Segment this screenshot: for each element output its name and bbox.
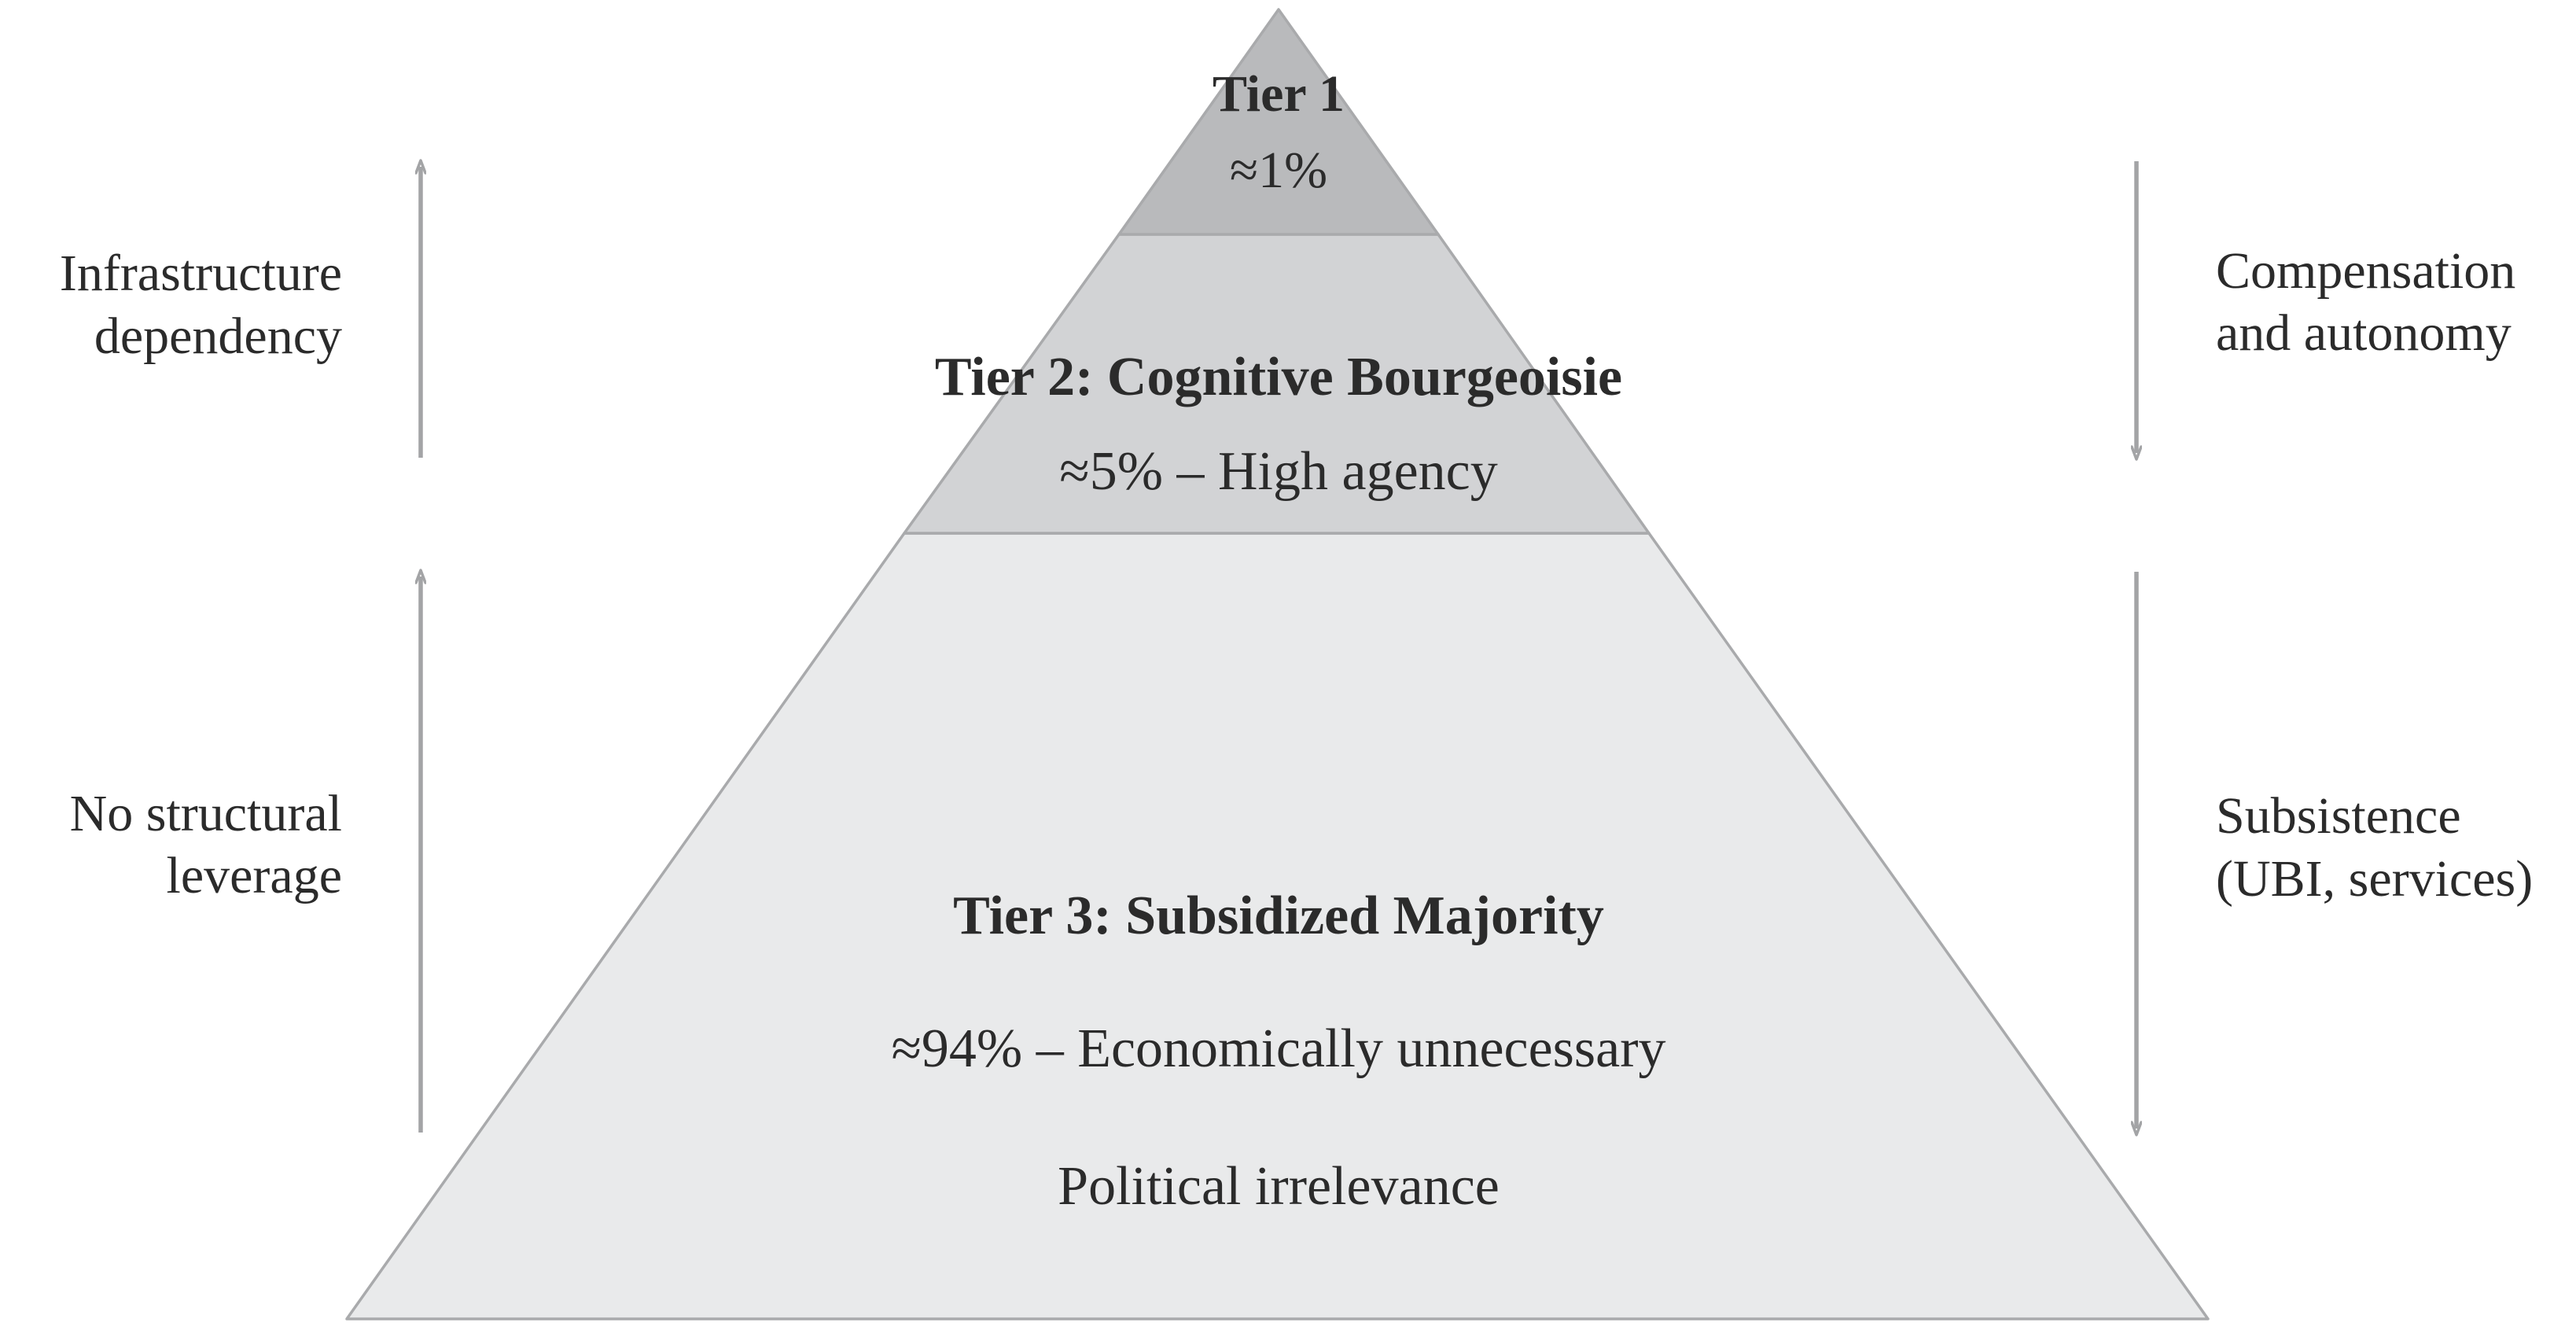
tier-3-title: Tier 3: Subsidized Majority bbox=[953, 886, 1604, 946]
right-lower-label-line-2: (UBI, services) bbox=[2216, 850, 2533, 908]
tier-3-description: Political irrelevance bbox=[1058, 1156, 1500, 1217]
tier-1-band bbox=[1117, 8, 1440, 236]
left-lower-label-line-2: leverage bbox=[167, 847, 343, 904]
tier-1-title: Tier 1 bbox=[1213, 65, 1345, 123]
left-upper-label-line-1: Infrastructure bbox=[60, 245, 342, 302]
right-upper-label-line-2: and autonomy bbox=[2216, 304, 2512, 362]
left-upper-label-line-2: dependency bbox=[94, 308, 342, 365]
tier-1-share: ≈1% bbox=[1230, 142, 1327, 199]
right-upper-label-line-1: Compensation bbox=[2216, 242, 2515, 300]
right-lower-label-line-1: Subsistence bbox=[2216, 787, 2461, 845]
left-lower-label-line-1: No structural bbox=[70, 785, 342, 842]
tier-3-share: ≈94% – Economically unnecessary bbox=[891, 1018, 1665, 1079]
tier-2-title: Tier 2: Cognitive Bourgeoisie bbox=[935, 347, 1622, 407]
tier-2-share: ≈5% – High agency bbox=[1059, 441, 1497, 502]
